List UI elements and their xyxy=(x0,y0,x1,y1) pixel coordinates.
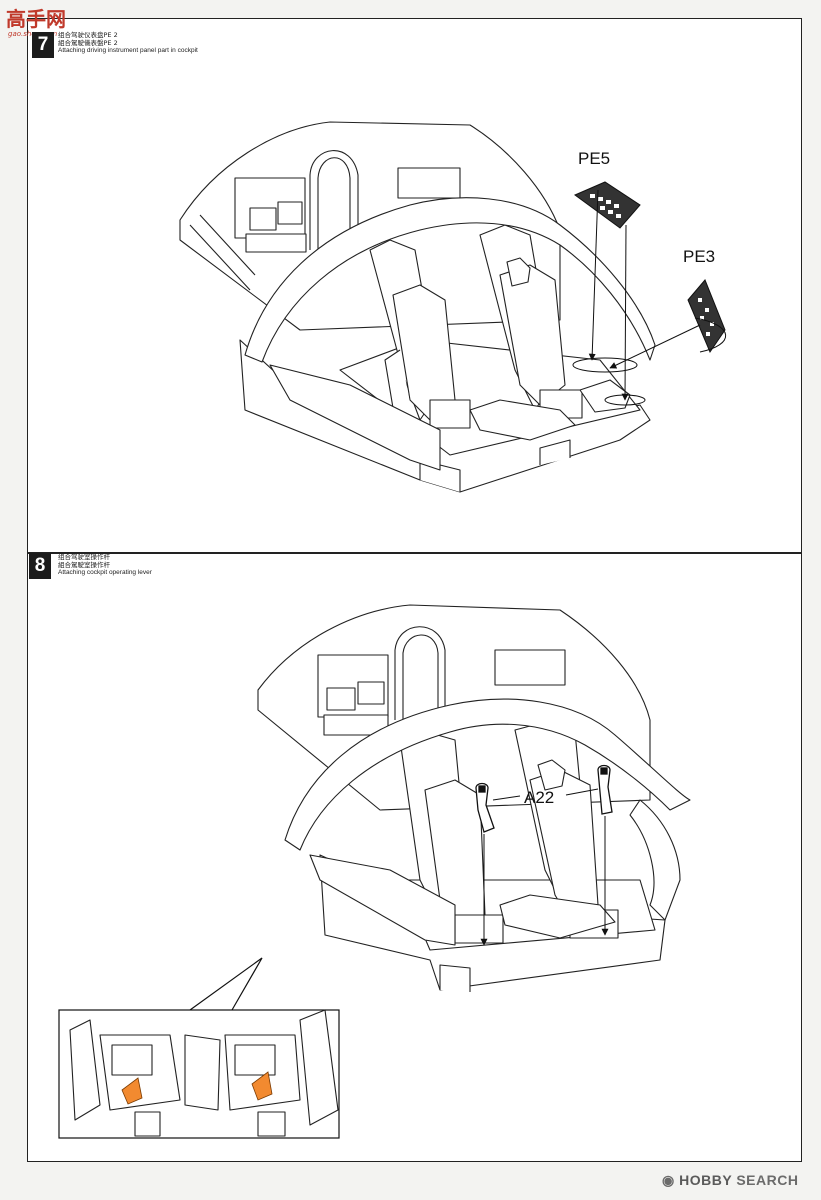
a22-lever-right xyxy=(597,764,613,815)
step-divider xyxy=(27,552,802,554)
step-7-number: 7 xyxy=(32,32,54,58)
step-7-english: Attaching driving instrument panel part … xyxy=(58,47,198,54)
pe5-panel xyxy=(574,181,641,229)
detail-callout xyxy=(58,957,340,1139)
step-8-guide-lines xyxy=(480,788,609,946)
hobby-search-watermark: ◉ HOBBY SEARCH xyxy=(662,1172,798,1189)
brand-search: SEARCH xyxy=(736,1172,799,1188)
step-8-number: 8 xyxy=(29,553,51,579)
step-8-zh-simplified: 组合驾驶室操作杆 xyxy=(58,553,110,561)
step-8-instructions: 组合驾驶室操作杆 組合駕駛室操作杆 Attaching cockpit oper… xyxy=(58,553,152,577)
step-8-english: Attaching cockpit operating lever xyxy=(58,569,152,576)
label-a22: A22 xyxy=(524,788,554,807)
brand-logo-icon: ◉ xyxy=(662,1172,675,1188)
step-7-zh-simplified: 组合驾驶仪表盘PE 2 xyxy=(58,31,118,39)
step-7-guide-lines xyxy=(572,189,727,406)
label-pe5: PE5 xyxy=(578,149,610,168)
logo-glyphs: 高手网 xyxy=(6,7,66,31)
detail-highlight-marks xyxy=(121,1071,273,1105)
logo-mark-icon: 高手网 xyxy=(6,7,66,31)
step-8-zh-traditional: 組合駕駛室操作杆 xyxy=(58,561,110,569)
pe3-panel xyxy=(687,279,726,354)
a22-lever-left xyxy=(475,782,495,833)
step-7-cockpit-drawing xyxy=(179,121,656,493)
step-7-right-seat xyxy=(479,224,583,419)
step-7-instructions: 组合驾驶仪表盘PE 2 組合駕駛儀表盤PE 2 Attaching drivin… xyxy=(58,31,198,55)
step-7-zh-traditional: 組合駕駛儀表盤PE 2 xyxy=(58,39,118,47)
step-8-left-seat xyxy=(399,729,504,944)
step-7-left-seat xyxy=(369,239,471,431)
brand-hobby: HOBBY xyxy=(679,1172,732,1188)
step-8-cockpit-drawing xyxy=(257,604,691,992)
label-pe3: PE3 xyxy=(683,247,715,266)
